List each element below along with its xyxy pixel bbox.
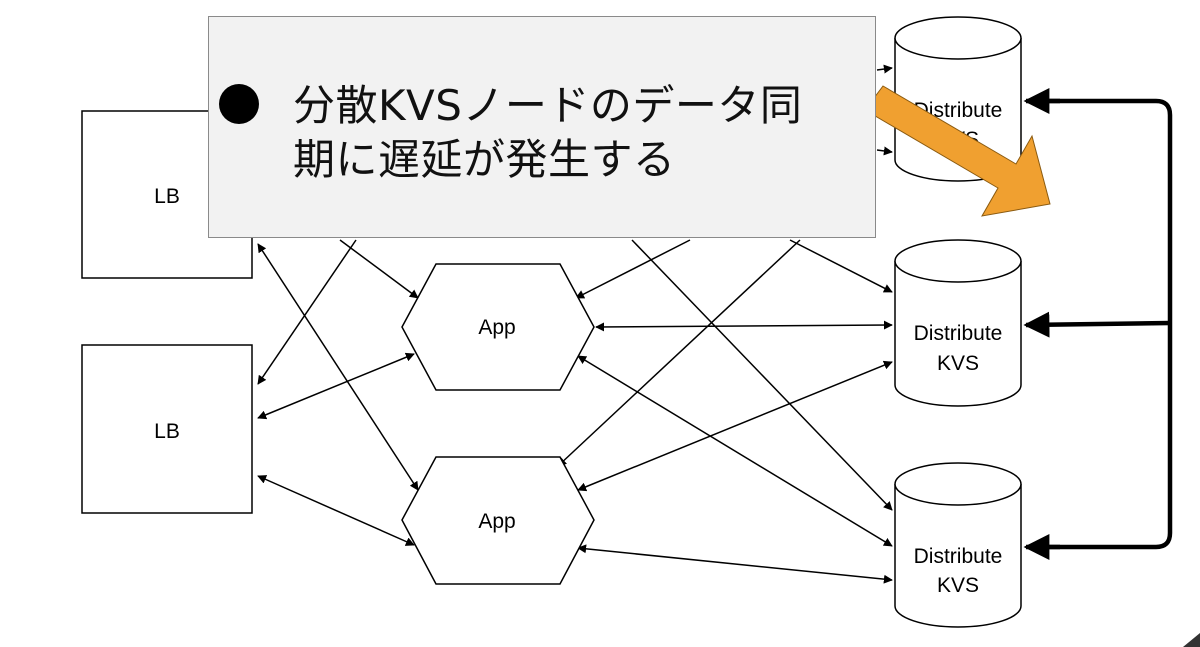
highlight-arrow: [864, 85, 1051, 217]
app-top-label: App: [478, 316, 515, 339]
bullet-icon: [219, 84, 259, 124]
kvs-top-label: Distribute: [914, 99, 1003, 122]
edge-hidden-lb2: [257, 239, 357, 385]
edge-hidden-app1-right: [575, 239, 691, 299]
edge-app1-kvs2: [595, 320, 893, 332]
edge-app2-kvs3: [577, 544, 893, 584]
app-bottom: App: [401, 456, 595, 585]
replication-arrow-middle: [1023, 311, 1171, 338]
kvs-middle-label-2: KVS: [937, 352, 979, 375]
callout-box: 分散KVSノードのデータ同 期に遅延が発生する: [208, 16, 876, 238]
edge-hidden-kvs1-a: [876, 64, 893, 74]
app-bottom-label: App: [478, 510, 515, 533]
edge-app1-kvs3: [577, 355, 893, 547]
edge-lb1-app2: [257, 243, 419, 491]
lb-bottom: LB: [81, 344, 253, 514]
edge-lb2-app2: [257, 475, 415, 546]
edge-hidden-app2: [557, 239, 801, 467]
kvs-middle: Distribute KVS: [894, 239, 1022, 407]
edge-hidden-kvs1-b: [876, 146, 893, 156]
callout-line-1: 分散KVSノードのデータ同: [293, 81, 803, 130]
edge-hidden-app1-left: [339, 239, 419, 299]
replication-bracket: [1023, 88, 1173, 560]
lb-bottom-label: LB: [154, 420, 180, 443]
kvs-bottom: Distribute KVS: [894, 462, 1022, 628]
connections: [257, 64, 893, 584]
kvs-middle-label: Distribute: [914, 322, 1003, 345]
edge-hidden-kvs3: [631, 239, 893, 511]
lb-top-label: LB: [154, 185, 180, 208]
kvs-bottom-label-2: KVS: [937, 574, 979, 597]
edge-app2-kvs2: [577, 360, 893, 492]
app-top: App: [401, 263, 595, 391]
corner-mark-icon: [1183, 633, 1200, 647]
callout-line-2: 期に遅延が発生する: [293, 135, 676, 184]
edge-hidden-kvs2: [789, 239, 893, 293]
callout-text: 分散KVSノードのデータ同 期に遅延が発生する: [293, 79, 863, 187]
kvs-bottom-label: Distribute: [914, 545, 1003, 568]
